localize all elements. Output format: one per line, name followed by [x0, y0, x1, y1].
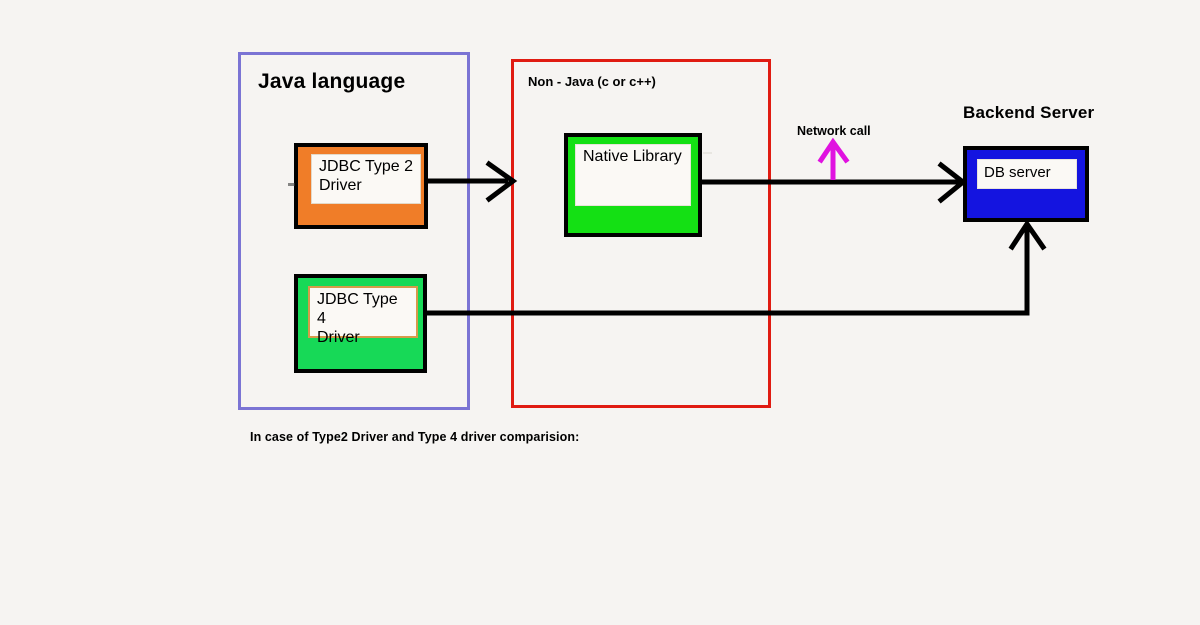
- network-call-arrow-icon: [817, 137, 850, 180]
- jdbc-type-4-driver-label: JDBC Type 4 Driver: [308, 286, 418, 346]
- network-call-label: Network call: [797, 124, 871, 138]
- db-server-label: DB server: [977, 159, 1077, 189]
- diagram-caption: In case of Type2 Driver and Type 4 drive…: [250, 430, 580, 444]
- java-language-panel-label: Java language: [258, 70, 406, 93]
- non-java-panel-label: Non - Java (c or c++): [528, 74, 656, 89]
- scan-artifact: [288, 183, 295, 186]
- jdbc-type-4-driver-box[interactable]: JDBC Type 4 Driver: [294, 274, 427, 373]
- jdbc-type-2-driver-box[interactable]: JDBC Type 2 Driver: [294, 143, 428, 229]
- db-server-box[interactable]: DB server: [963, 146, 1089, 222]
- native-library-box[interactable]: Native Library: [564, 133, 702, 237]
- backend-server-label: Backend Server: [963, 103, 1095, 122]
- scan-artifact: [703, 152, 712, 154]
- native-library-label: Native Library: [575, 144, 691, 206]
- jdbc-type-2-driver-label: JDBC Type 2 Driver: [311, 154, 421, 204]
